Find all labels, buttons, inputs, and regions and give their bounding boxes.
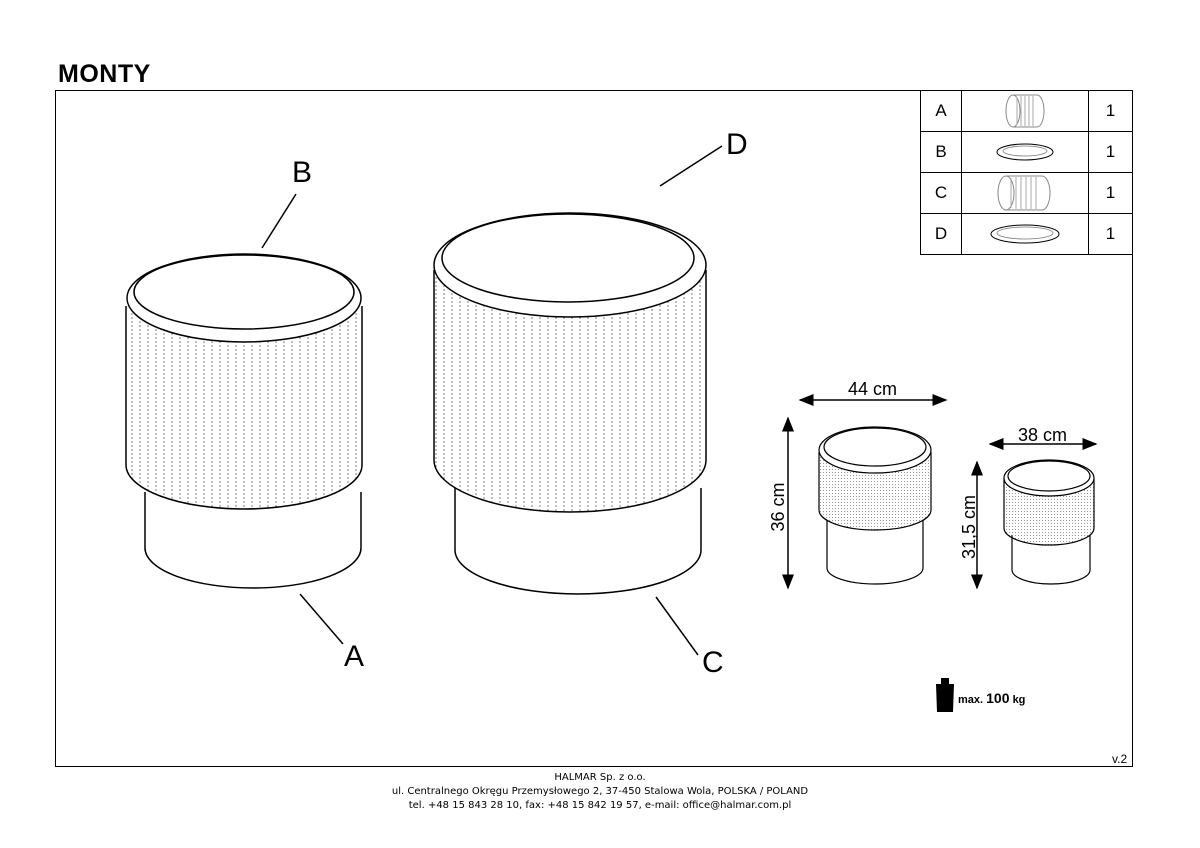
small-pouf-body-icon xyxy=(961,90,1089,132)
max-load-prefix: max. xyxy=(958,694,984,706)
max-load-label: max. 100 kg xyxy=(958,690,1025,706)
large-width-label: 44 cm xyxy=(848,379,898,399)
parts-table: A 1 B 1 C 1 D 1 xyxy=(920,90,1133,255)
parts-row-d: D 1 xyxy=(920,213,1133,255)
part-quantity: 1 xyxy=(1088,172,1133,214)
small-height-label: 31,5 cm xyxy=(959,494,979,560)
weight-icon xyxy=(936,678,954,712)
part-quantity: 1 xyxy=(1088,131,1133,173)
footer: HALMAR Sp. z o.o. ul. Centralnego Okręgu… xyxy=(0,771,1200,813)
small-pouf-dimension-drawing xyxy=(1003,459,1095,585)
small-seat-cushion-icon xyxy=(961,131,1089,173)
callout-label-b: B xyxy=(292,156,313,189)
small-width-label: 38 cm xyxy=(1018,425,1068,445)
callout-label-c: C xyxy=(702,646,724,679)
large-pouf-drawing xyxy=(433,212,707,595)
parts-row-c: C 1 xyxy=(920,172,1133,214)
callout-lines xyxy=(261,145,723,656)
drawing-frame xyxy=(55,90,1133,767)
version-label: v.2 xyxy=(1112,752,1128,766)
max-load-unit: kg xyxy=(1012,694,1026,706)
small-pouf-drawing xyxy=(125,253,363,589)
footer-company: HALMAR Sp. z o.o. xyxy=(554,772,646,783)
large-height-label: 36 cm xyxy=(768,482,788,532)
footer-contact: tel. +48 15 843 28 10, fax: +48 15 842 1… xyxy=(408,800,792,811)
large-pouf-dimension-drawing xyxy=(818,426,932,585)
large-seat-cushion-icon xyxy=(961,213,1089,255)
part-quantity: 1 xyxy=(1088,213,1133,255)
callout-label-a: A xyxy=(344,640,365,673)
callout-label-d: D xyxy=(726,128,748,161)
max-load-value: 100 xyxy=(986,690,1010,706)
product-title: MONTY xyxy=(58,60,151,88)
part-letter: D xyxy=(920,213,962,255)
footer-address: ul. Centralnego Okręgu Przemysłowego 2, … xyxy=(391,786,809,797)
